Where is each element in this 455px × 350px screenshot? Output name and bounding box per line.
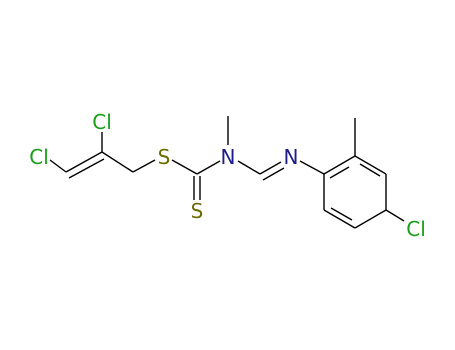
ring-bond-1	[323, 155, 356, 175]
atom-label-cl-alkene-top: Cl	[92, 110, 112, 134]
atom-label-n-imine: N	[284, 145, 299, 169]
ring-inner-bond-2	[330, 207, 353, 221]
bond-n-ch	[237, 160, 261, 175]
bond-s-c4	[171, 159, 198, 175]
bond-aryl-cl	[385, 209, 405, 222]
ring-bond-5	[323, 209, 356, 229]
bond-ch-n-imine	[259, 161, 282, 175]
bond-n-aryl	[299, 160, 325, 175]
bond-c4-n	[196, 160, 221, 175]
atom-label-cl-aryl: Cl	[406, 217, 426, 241]
atom-label-n-amine: N	[221, 145, 236, 169]
atom-labels: Cl Cl S S N N Cl	[29, 110, 426, 241]
bond-c2-c3	[101, 151, 134, 173]
atom-label-s-thioester: S	[158, 145, 171, 169]
ring-inner-bond-3	[329, 166, 350, 179]
atom-label-s-thione: S	[191, 199, 204, 223]
bond-cl-c1	[49, 159, 67, 173]
atom-label-cl-alkene-left: Cl	[29, 145, 49, 169]
bond-c3-s	[132, 159, 156, 173]
bond-ch-n-imine-double	[262, 167, 285, 181]
bond-c1-c2	[65, 151, 103, 173]
bond-c1-c2-double	[68, 158, 105, 179]
ring-bond-4	[354, 209, 387, 229]
ring-inner-bond-1	[359, 163, 381, 177]
ring-bond-2	[354, 155, 387, 175]
bond-lines	[49, 116, 405, 229]
